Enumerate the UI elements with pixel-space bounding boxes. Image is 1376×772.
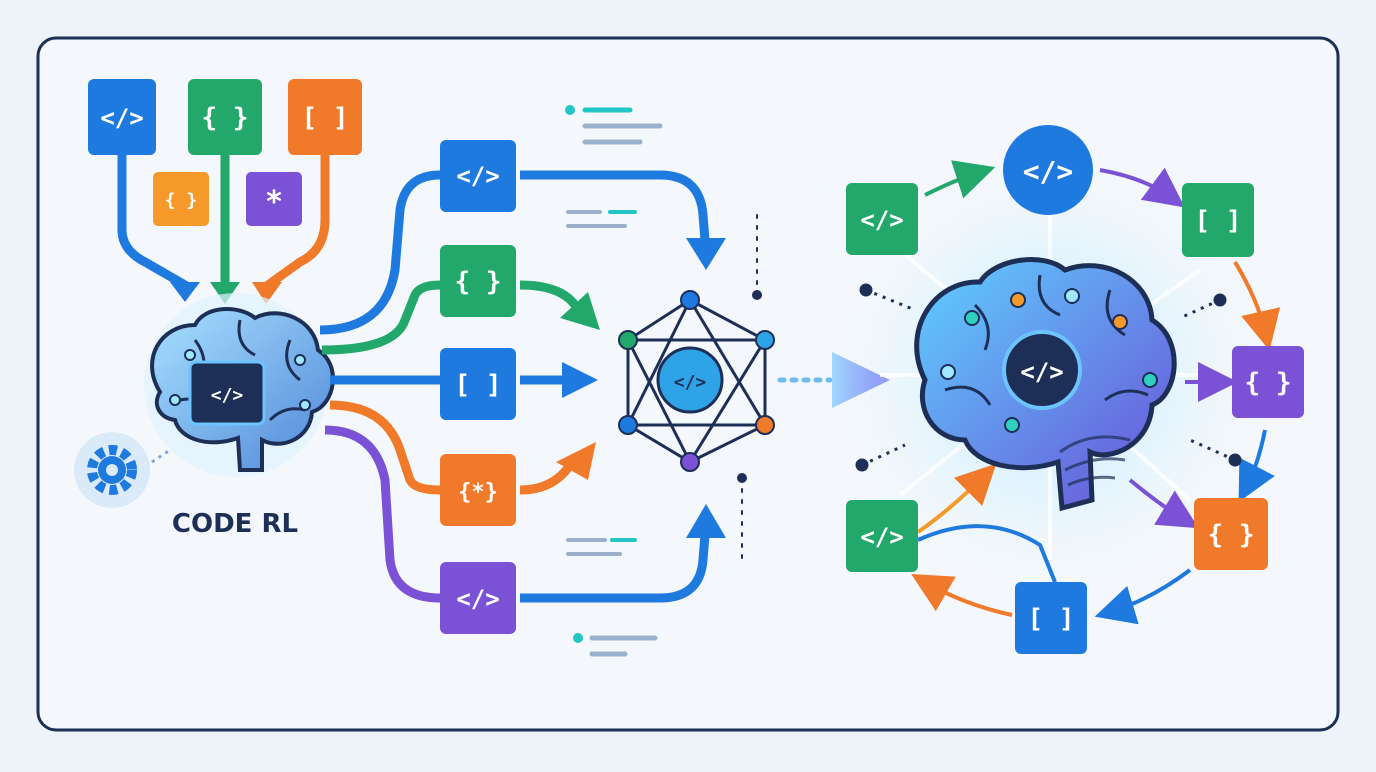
source-arrows [117,145,330,304]
ring-topright-tile: [ ] [1182,183,1254,257]
src-braces-tile: { } [188,79,262,155]
ring-right-tile: { } [1232,346,1304,418]
fanout-flows [319,170,441,603]
mid-braces-tile: { } [440,245,516,317]
braces-icon: { } [165,190,198,211]
code-icon: </> [674,372,707,393]
asterisk-icon: * [265,185,283,220]
src-asterisk-tile: * [246,172,302,226]
network-hub-icon: </> [618,290,775,472]
ring-arrows [911,160,1281,625]
mid-braces-star-tile: {*} [440,454,516,526]
braces-star-icon: {*} [458,480,498,505]
braces-icon: { } [455,267,502,297]
brackets-icon: [ ] [455,370,502,400]
mid-code-tile: </> [440,140,516,212]
brackets-icon: [ ] [1195,206,1242,236]
ring-bottom-tile: [ ] [1015,582,1087,654]
brackets-icon: [ ] [1028,604,1075,634]
right-brain-icon: </> [914,257,1177,512]
mid-brackets-tile: [ ] [440,348,516,420]
src-small-braces-tile: { } [153,172,209,226]
brackets-icon: [ ] [302,103,349,133]
code-icon: </> [456,585,499,613]
braces-icon: { } [1245,368,1292,398]
left-brain-icon: </> [144,293,335,477]
ring-topleft-tile: </> [846,183,918,255]
braces-icon: { } [202,103,249,133]
title-label: CODE RL [172,509,298,539]
dot-spokes [855,283,1242,472]
ring-top-node: </> [1003,125,1093,215]
mid-code-purple-tile: </> [440,562,516,634]
code-icon: </> [860,523,903,551]
code-icon: </> [100,104,143,132]
braces-icon: { } [1208,520,1255,550]
code-icon: </> [456,162,499,190]
code-icon: </> [1020,358,1063,386]
gear-icon [74,432,171,508]
decor-lines [565,105,762,657]
src-code-tile: </> [88,79,156,155]
code-icon: </> [211,385,244,406]
converge-arrows [519,170,726,603]
code-icon: </> [860,206,903,234]
ring-bottomright-tile: { } [1194,498,1268,570]
code-icon: </> [1023,155,1074,188]
src-brackets-tile: [ ] [288,79,362,155]
ring-bottomleft-tile: </> [846,500,918,572]
